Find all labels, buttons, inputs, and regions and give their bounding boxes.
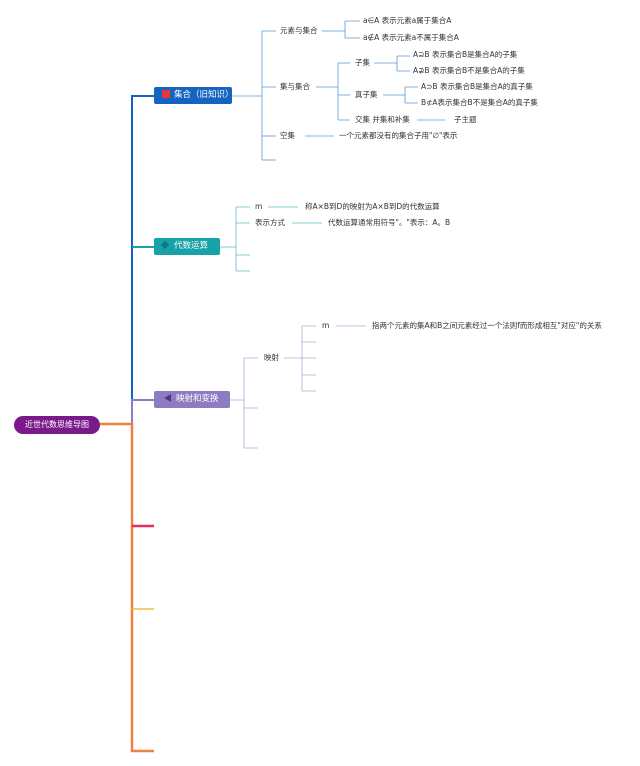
branch-node-set[interactable]: 集合（旧知识） (154, 87, 234, 104)
topic-mapping-m[interactable]: m (322, 321, 330, 330)
topic-mapping[interactable]: 映射 (264, 353, 279, 362)
topic-empty-set[interactable]: 空集 (280, 131, 295, 140)
branch-label: 映射和变换 (176, 394, 219, 404)
algebra-branch-lines (220, 206, 322, 272)
topic-proper-subset-yes[interactable]: A⊃B 表示集合B是集合A的真子集 (421, 82, 533, 91)
topic-subset[interactable]: 子集 (355, 58, 370, 67)
trunk-purple (100, 399, 154, 425)
topic-algebraic-op-def[interactable]: 称A×B到D的映射为A×B到D的代数运算 (305, 202, 440, 211)
trunk-orange (100, 422, 154, 753)
topic-subset-yes[interactable]: A⊇B 表示集合B是集合A的子集 (413, 50, 518, 59)
topic-a-notin-A[interactable]: a∉A 表示元素a不属于集合A (363, 33, 459, 42)
topic-notation[interactable]: 表示方式 (255, 218, 285, 227)
teal-diamond-icon (160, 240, 170, 250)
branch-label: 代数运算 (174, 241, 209, 251)
mapping-branch-lines (230, 325, 366, 449)
topic-m[interactable]: m (255, 202, 263, 211)
topic-a-in-A[interactable]: a∈A 表示元素a属于集合A (363, 16, 452, 25)
trunk-blue (100, 95, 154, 425)
purple-arrow-icon (164, 394, 171, 402)
red-square-icon (162, 90, 170, 98)
topic-set-and-set[interactable]: 集与集合 (280, 82, 310, 91)
topic-empty-set-def[interactable]: 一个元素都没有的集合子用"∅"表示 (339, 131, 458, 140)
set-branch-lines (232, 20, 445, 161)
topic-element-and-set[interactable]: 元素与集合 (280, 26, 318, 35)
topic-intersection-union[interactable]: 交集 并集和补集 (355, 115, 410, 124)
branch-node-algebra[interactable]: 代数运算 (154, 238, 220, 255)
topic-notation-def[interactable]: 代数运算通常用符号"。"表示：A。B (328, 218, 451, 227)
topic-proper-subset-no[interactable]: B⊄A表示集合B不是集合A的真子集 (421, 98, 538, 107)
topic-subset-no[interactable]: A⊉B 表示集合B不是集合A的子集 (413, 66, 525, 75)
root-node[interactable]: 近世代数思维导图 (14, 416, 100, 434)
branch-node-mapping[interactable]: 映射和变换 (154, 391, 230, 408)
topic-mapping-def[interactable]: 指两个元素的集A和B之间元素经过一个法则f而形成相互"对应"的关系 (372, 321, 602, 330)
topic-subtopic[interactable]: 子主题 (454, 115, 477, 124)
topic-proper-subset[interactable]: 真子集 (355, 90, 378, 99)
branch-label: 集合（旧知识） (174, 90, 234, 100)
